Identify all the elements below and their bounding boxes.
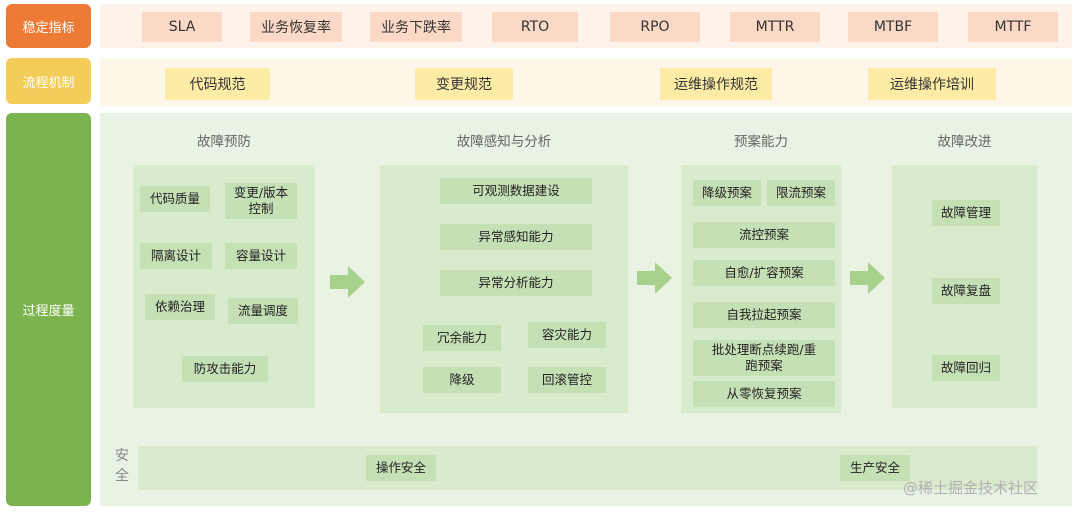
item-anomaly-detection: 异常感知能力 bbox=[440, 224, 592, 250]
item-label: 故障复盘 bbox=[940, 283, 991, 299]
item-observability: 可观测数据建设 bbox=[440, 178, 592, 204]
security-label-text: 安全 bbox=[115, 448, 129, 484]
item-incident-regression: 故障回归 bbox=[932, 355, 1000, 381]
security-label: 安全 bbox=[110, 446, 134, 490]
item-label: 流控预案 bbox=[738, 227, 789, 243]
item-label: 故障回归 bbox=[940, 360, 991, 376]
item-incident-review: 故障复盘 bbox=[932, 278, 1000, 304]
metric-recovery-rate: 业务恢复率 bbox=[250, 12, 342, 42]
row-label-measure: 过程度量 bbox=[6, 113, 91, 506]
metric-rto: RTO bbox=[492, 12, 578, 42]
process-label: 代码规范 bbox=[189, 77, 246, 93]
item-capacity-design: 容量设计 bbox=[225, 243, 297, 269]
item-label: 自愈/扩容预案 bbox=[724, 265, 804, 281]
process-ops-training: 运维操作培训 bbox=[868, 68, 996, 100]
metric-sla: SLA bbox=[142, 12, 222, 42]
title-improve: 故障改进 bbox=[937, 134, 992, 150]
row-label-metrics-text: 稳定指标 bbox=[22, 20, 75, 36]
metric-rpo: RPO bbox=[610, 12, 700, 42]
item-ratelimit-plan: 限流预案 bbox=[767, 180, 835, 206]
item-dependency-governance: 依赖治理 bbox=[145, 294, 215, 320]
metric-mttf: MTTF bbox=[968, 12, 1058, 42]
item-label: 异常分析能力 bbox=[478, 275, 554, 291]
item-code-quality: 代码质量 bbox=[140, 186, 210, 212]
row-label-measure-text: 过程度量 bbox=[22, 304, 75, 319]
item-label: 回滚管控 bbox=[541, 372, 592, 388]
watermark: @稀土掘金技术社区 bbox=[903, 479, 1039, 497]
process-label: 运维操作规范 bbox=[674, 77, 758, 93]
metric-label: MTBF bbox=[873, 19, 913, 35]
metric-label: 业务下跌率 bbox=[381, 20, 451, 36]
arrow-right-icon bbox=[637, 262, 672, 294]
process-code-standard: 代码规范 bbox=[165, 68, 270, 100]
item-label: 批处理断点续跑/重跑预案 bbox=[711, 342, 817, 373]
item-label: 可观测数据建设 bbox=[472, 183, 560, 199]
item-label: 从零恢复预案 bbox=[726, 386, 802, 402]
item-anti-attack: 防攻击能力 bbox=[182, 356, 268, 382]
item-label: 防攻击能力 bbox=[193, 361, 257, 377]
item-selfheal-plan: 自愈/扩容预案 bbox=[693, 260, 835, 286]
item-label: 流量调度 bbox=[237, 303, 288, 319]
process-ops-standard: 运维操作规范 bbox=[660, 68, 772, 100]
metric-label: RTO bbox=[520, 19, 550, 35]
item-label: 异常感知能力 bbox=[478, 229, 554, 245]
item-degradation: 降级 bbox=[423, 367, 501, 393]
item-label: 自我拉起预案 bbox=[726, 307, 802, 323]
metric-label: MTTR bbox=[755, 19, 795, 35]
item-traffic-scheduling: 流量调度 bbox=[228, 298, 298, 324]
item-anomaly-analysis: 异常分析能力 bbox=[440, 270, 592, 296]
item-label: 容量设计 bbox=[235, 248, 286, 264]
item-redundancy: 冗余能力 bbox=[423, 325, 501, 351]
metric-label: RPO bbox=[640, 19, 670, 35]
item-degrade-plan: 降级预案 bbox=[693, 180, 761, 206]
arrow-right-icon bbox=[850, 262, 885, 294]
item-operation-security: 操作安全 bbox=[366, 455, 436, 481]
item-label: 代码质量 bbox=[149, 191, 200, 207]
row-label-process: 流程机制 bbox=[6, 58, 91, 104]
metric-mtbf: MTBF bbox=[848, 12, 938, 42]
title-prevention: 故障预防 bbox=[197, 134, 251, 150]
title-perception: 故障感知与分析 bbox=[456, 134, 552, 150]
item-production-security: 生产安全 bbox=[840, 455, 910, 481]
item-rollback-control: 回滚管控 bbox=[528, 367, 606, 393]
item-label: 降级预案 bbox=[701, 185, 752, 201]
row-label-process-text: 流程机制 bbox=[22, 75, 75, 91]
item-disaster-recovery: 容灾能力 bbox=[528, 322, 606, 348]
item-label: 隔离设计 bbox=[150, 248, 201, 264]
item-label: 依赖治理 bbox=[154, 299, 205, 315]
item-selfstart-plan: 自我拉起预案 bbox=[693, 302, 835, 328]
metric-label: 业务恢复率 bbox=[261, 20, 331, 36]
item-label: 限流预案 bbox=[775, 185, 826, 201]
item-zero-recovery-plan: 从零恢复预案 bbox=[693, 381, 835, 407]
item-label: 故障管理 bbox=[940, 205, 991, 221]
process-change-standard: 变更规范 bbox=[415, 68, 513, 100]
metric-mttr: MTTR bbox=[730, 12, 820, 42]
item-incident-management: 故障管理 bbox=[932, 200, 1000, 226]
item-label: 降级 bbox=[449, 372, 475, 388]
arrow-right-icon bbox=[330, 266, 365, 298]
metric-label: MTTF bbox=[994, 19, 1032, 35]
item-label: 容灾能力 bbox=[541, 327, 592, 343]
metric-label: SLA bbox=[168, 19, 196, 35]
process-label: 运维操作培训 bbox=[890, 77, 974, 93]
metric-drop-rate: 业务下跌率 bbox=[370, 12, 462, 42]
process-label: 变更规范 bbox=[436, 77, 492, 93]
item-change-version: 变更/版本控制 bbox=[225, 183, 297, 219]
item-label: 操作安全 bbox=[375, 460, 426, 476]
item-label: 生产安全 bbox=[849, 460, 900, 476]
item-batch-rerun-plan: 批处理断点续跑/重跑预案 bbox=[693, 340, 835, 376]
title-plans: 预案能力 bbox=[734, 134, 788, 150]
item-isolation-design: 隔离设计 bbox=[140, 243, 212, 269]
item-label: 冗余能力 bbox=[436, 330, 487, 346]
row-label-metrics: 稳定指标 bbox=[6, 4, 91, 48]
item-label: 变更/版本控制 bbox=[233, 185, 289, 216]
item-flowcontrol-plan: 流控预案 bbox=[693, 222, 835, 248]
